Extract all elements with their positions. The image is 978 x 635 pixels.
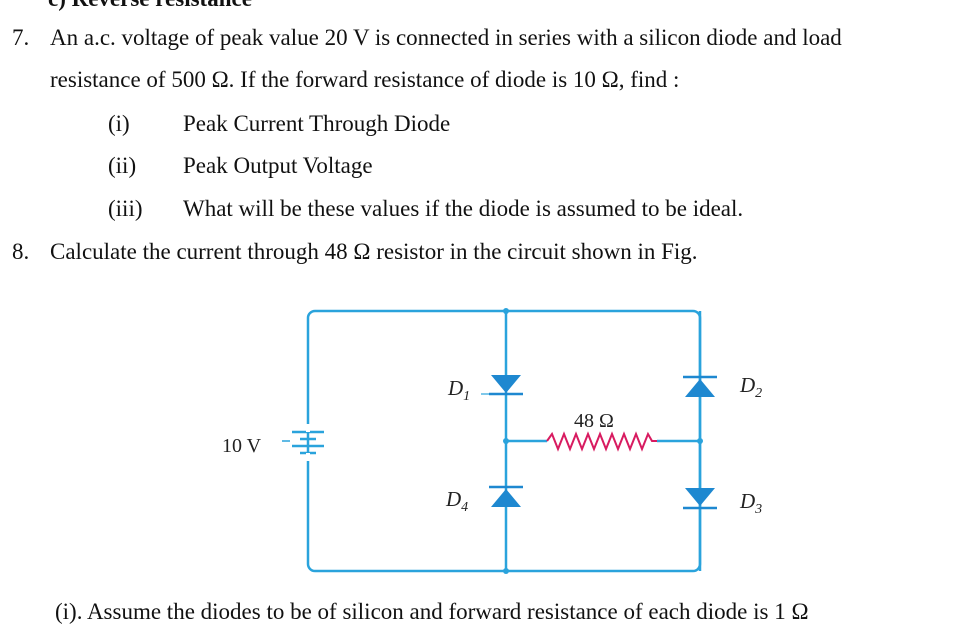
q7-part-text: Peak Output Voltage [183, 153, 373, 178]
q7-part-label: (i) [108, 111, 130, 136]
q8-text: Calculate the current through 48 Ω resis… [50, 239, 698, 264]
q7-part-label: (ii) [108, 153, 137, 178]
resistor-48-ohm [546, 431, 657, 452]
battery-label: 10 V [222, 435, 262, 457]
q7-line2: resistance of 500 Ω. If the forward resi… [50, 67, 680, 92]
diode-d2-symbol [683, 375, 717, 397]
footer-note: (i). Assume the diodes to be of silicon … [55, 599, 809, 624]
junction-dots [503, 308, 703, 574]
q7-number: 7. [12, 25, 30, 50]
q8-number: 8. [12, 239, 30, 264]
q7-part-label: (iii) [108, 196, 143, 221]
q7-part-text: Peak Current Through Diode [183, 111, 451, 136]
d3-label: D3 [739, 489, 762, 517]
q7-line1: An a.c. voltage of peak value 20 V is co… [50, 25, 842, 50]
diode-d1-symbol [481, 375, 523, 396]
q7-part-text: What will be these values if the diode i… [183, 196, 744, 221]
d2-label: D2 [739, 373, 762, 401]
cut-off-heading: c) Reverse resistance [48, 0, 252, 12]
d1-label: D1 [447, 376, 470, 404]
resistor-label: 48 Ω [574, 410, 614, 432]
diode-d3-symbol [683, 488, 717, 510]
d4-label: D4 [445, 487, 468, 515]
diode-d4-symbol [489, 485, 523, 507]
